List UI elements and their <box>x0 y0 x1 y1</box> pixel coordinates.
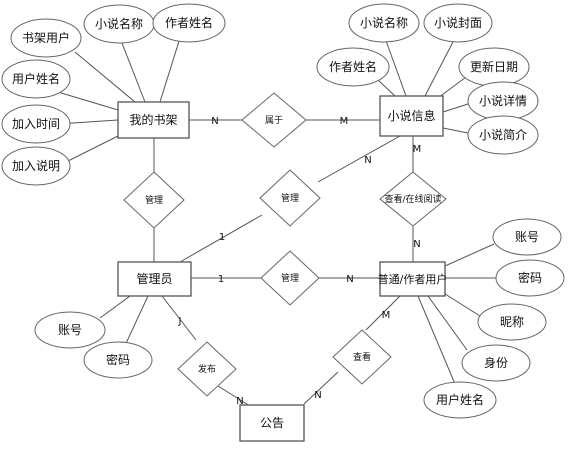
relationship-manage-user: 管理 <box>260 250 320 306</box>
relationship-belongs-to: 属于 <box>241 92 307 148</box>
svg-text:作者姓名: 作者姓名 <box>329 59 377 74</box>
cardinality-admin-publish: J <box>178 316 182 327</box>
relationship-manage-shelf: 管理 <box>123 171 185 229</box>
attribute-shelf-add-time: 加入时间 <box>1 104 71 144</box>
attribute-user-nickname: 昵称 <box>477 303 547 341</box>
svg-text:账号: 账号 <box>58 323 82 337</box>
svg-text:用户姓名: 用户姓名 <box>12 71 60 86</box>
svg-text:小说封面: 小说封面 <box>434 15 482 30</box>
cardinality-publish-notice: N <box>236 396 243 407</box>
svg-text:账号: 账号 <box>515 230 539 244</box>
attribute-novel-detail: 小说详情 <box>467 81 539 121</box>
svg-text:管理: 管理 <box>145 194 163 206</box>
attribute-novel-author: 作者姓名 <box>316 47 390 87</box>
cardinality-user-view-notice: M <box>382 310 391 321</box>
attribute-novel-cover: 小说封面 <box>423 3 493 43</box>
svg-text:密码: 密码 <box>106 352 130 367</box>
relationship-view-read: 查看/在线阅读 <box>379 171 447 227</box>
entity-novel-info: 小说信息 <box>379 95 444 137</box>
svg-text:管理: 管理 <box>281 272 299 284</box>
attribute-admin-password: 密码 <box>83 341 153 379</box>
attribute-novel-name: 小说名称 <box>348 3 420 43</box>
cardinality-manage-user-user: N <box>346 274 353 285</box>
svg-text:查看: 查看 <box>353 351 371 363</box>
cardinality-shelf-belongs: N <box>211 116 218 127</box>
cardinality-view-notice-notice: N <box>314 390 321 401</box>
attribute-shelf-author-name: 作者姓名 <box>152 3 226 43</box>
svg-text:更新日期: 更新日期 <box>470 59 518 74</box>
svg-text:小说详情: 小说详情 <box>479 93 527 108</box>
attribute-shelf-novel-name: 小说名称 <box>83 4 155 44</box>
entity-admin: 管理员 <box>117 261 192 297</box>
svg-text:我的书架: 我的书架 <box>129 112 177 127</box>
entity-bookshelf: 我的书架 <box>117 101 190 139</box>
attribute-novel-updated: 更新日期 <box>458 47 530 87</box>
relationship-view-notice: 查看 <box>332 329 392 385</box>
svg-text:身份: 身份 <box>484 355 508 370</box>
attribute-shelf-add-note: 加入说明 <box>1 146 71 186</box>
svg-text:小说名称: 小说名称 <box>360 15 408 30</box>
attribute-user-password: 密码 <box>495 259 565 297</box>
svg-text:书架用户: 书架用户 <box>22 30 70 45</box>
svg-text:加入说明: 加入说明 <box>12 158 60 173</box>
attribute-shelf-user: 书架用户 <box>10 18 82 58</box>
svg-text:作者姓名: 作者姓名 <box>165 15 213 30</box>
svg-text:昵称: 昵称 <box>500 315 524 329</box>
cardinality-manage-novel-novel: N <box>364 155 371 166</box>
entity-user: 普通/作者用户 <box>378 261 448 297</box>
svg-text:管理: 管理 <box>281 192 299 204</box>
relationship-publish: 发布 <box>177 341 237 397</box>
relationship-manage-novel: 管理 <box>259 169 321 227</box>
cardinality-labels: N M 1 N M N 1 N J N N M <box>178 116 422 407</box>
svg-text:用户姓名: 用户姓名 <box>436 392 484 407</box>
svg-text:加入时间: 加入时间 <box>12 117 60 131</box>
svg-text:公告: 公告 <box>260 416 284 430</box>
svg-text:查看/在线阅读: 查看/在线阅读 <box>384 193 441 205</box>
svg-text:小说名称: 小说名称 <box>95 16 143 31</box>
svg-text:小说简介: 小说简介 <box>479 127 527 142</box>
svg-text:发布: 发布 <box>198 363 216 375</box>
svg-text:管理员: 管理员 <box>136 271 172 286</box>
svg-text:小说信息: 小说信息 <box>387 108 435 123</box>
attribute-user-account: 账号 <box>492 218 562 256</box>
cardinality-admin-manage-user: 1 <box>218 274 224 285</box>
svg-text:密码: 密码 <box>518 270 542 285</box>
entity-notice: 公告 <box>239 404 305 442</box>
attribute-user-identity: 身份 <box>461 344 531 382</box>
svg-text:普通/作者用户: 普通/作者用户 <box>378 272 448 286</box>
attribute-user-name: 用户姓名 <box>423 381 497 419</box>
cardinality-belongs-novel: M <box>340 116 349 127</box>
cardinality-novel-view: M <box>413 144 422 155</box>
attribute-admin-account: 账号 <box>34 311 106 349</box>
cardinality-admin-manage-novel: 1 <box>219 232 225 243</box>
attribute-shelf-username: 用户姓名 <box>1 59 71 99</box>
attribute-novel-intro: 小说简介 <box>467 115 539 155</box>
svg-text:属于: 属于 <box>265 115 283 126</box>
cardinality-view-user: N <box>413 239 420 250</box>
